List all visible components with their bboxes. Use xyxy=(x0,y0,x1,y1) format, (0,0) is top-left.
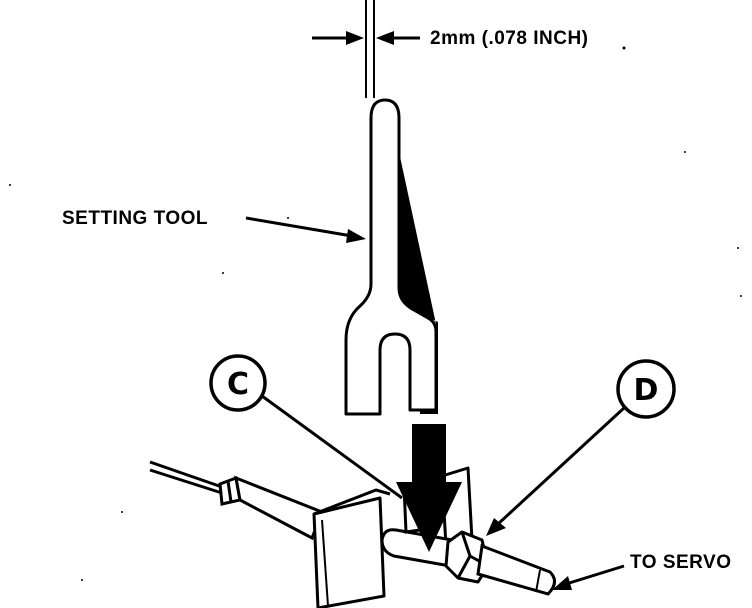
to-servo-leader xyxy=(552,564,625,590)
gap-arrow-right-head xyxy=(376,31,394,45)
callout-c: C xyxy=(209,354,267,412)
gap-arrow-left-head xyxy=(346,31,364,45)
callout-d-leader xyxy=(486,406,626,536)
setting-tool-leader xyxy=(245,216,366,243)
push-arrow xyxy=(396,424,462,552)
callout-c-leader xyxy=(261,394,403,500)
setting-tool-leader-arrowhead xyxy=(346,229,366,243)
bracket-top-edge xyxy=(313,488,391,516)
setting-tool-outline xyxy=(344,98,438,416)
callout-d-arrowhead xyxy=(486,518,506,536)
bracket-front-plate xyxy=(312,496,386,608)
callout-d: D xyxy=(616,359,676,419)
setting-tool xyxy=(344,98,438,416)
callout-d-letter: D xyxy=(634,373,659,408)
setting-tool-shadow xyxy=(390,110,438,414)
to-servo-label: TO SERVO xyxy=(630,552,732,573)
setting-tool-label: SETTING TOOL xyxy=(62,208,208,229)
cable-sleeve xyxy=(218,475,324,541)
gap-dimension xyxy=(312,0,420,98)
gap-label: 2mm (.078 INCH) xyxy=(430,28,589,49)
scan-speckles xyxy=(9,46,742,581)
to-servo-arrowhead xyxy=(552,576,572,590)
callout-c-letter: C xyxy=(227,367,249,402)
servo-cable xyxy=(149,460,223,495)
servo-rod xyxy=(476,543,556,596)
